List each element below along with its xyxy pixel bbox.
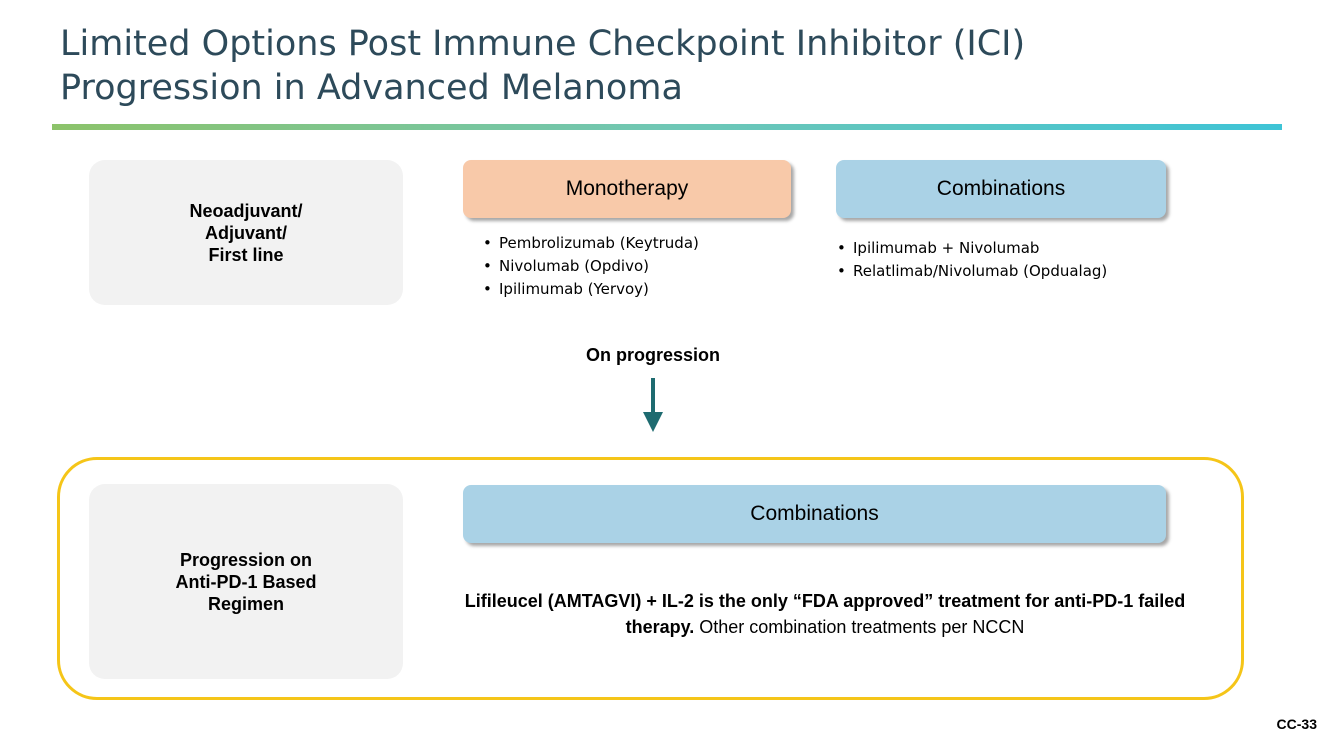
lifileucel-statement-bold: Lifileucel (AMTAGVI) + IL-2 is the only … (464, 591, 1186, 637)
slide-title-line-2: Progression in Advanced Melanoma (60, 68, 683, 108)
down-arrow-head-icon (643, 412, 663, 432)
highlight-frame (57, 457, 1244, 700)
monotherapy-label: Monotherapy (565, 177, 689, 200)
lifileucel-statement: Lifileucel (AMTAGVI) + IL-2 is the only … (440, 588, 1210, 640)
list-item: Pembrolizumab (Keytruda) (483, 232, 699, 255)
lifileucel-statement-regular: Other combination treatments per NCCN (694, 617, 1025, 637)
combinations-header: Combinations (836, 160, 1166, 218)
slide-number: CC-33 (1276, 716, 1317, 732)
on-progression-label: On progression (585, 345, 720, 365)
combinations-list: Ipilimumab + Nivolumab Relatlimab/Nivolu… (837, 237, 1107, 283)
combinations-label: Combinations (936, 177, 1066, 200)
progression-stage-box: Progression on Anti-PD-1 Based Regimen (89, 484, 403, 679)
slide-title: Limited Options Post Immune Checkpoint I… (60, 22, 1260, 110)
title-divider (52, 124, 1282, 130)
monotherapy-header: Monotherapy (463, 160, 791, 218)
list-item: Ipilimumab + Nivolumab (837, 237, 1107, 260)
list-item: Ipilimumab (Yervoy) (483, 278, 699, 301)
monotherapy-list: Pembrolizumab (Keytruda) Nivolumab (Opdi… (483, 232, 699, 301)
progression-stage-label: Progression on Anti-PD-1 Based Regimen (175, 549, 317, 614)
first-line-stage-box: Neoadjuvant/ Adjuvant/ First line (89, 160, 403, 305)
list-item: Relatlimab/Nivolumab (Opdualag) (837, 260, 1107, 283)
first-line-stage-label: Neoadjuvant/ Adjuvant/ First line (189, 200, 303, 265)
list-item: Nivolumab (Opdivo) (483, 255, 699, 278)
down-arrow-icon (651, 378, 655, 414)
slide-title-line-1: Limited Options Post Immune Checkpoint I… (60, 24, 1026, 64)
second-combinations-header: Combinations (463, 485, 1166, 543)
second-combinations-label: Combinations (750, 502, 879, 525)
